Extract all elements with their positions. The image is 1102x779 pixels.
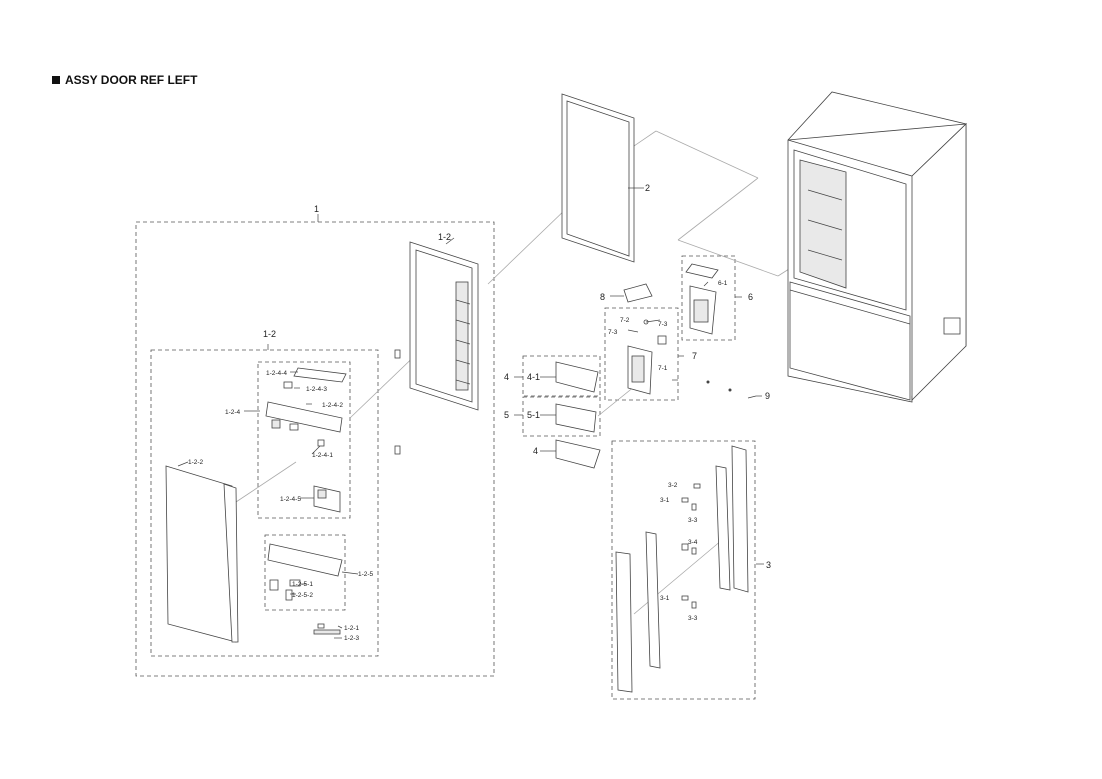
housing-assembly: [627, 319, 667, 395]
label-3-3-upper: 3-3: [688, 517, 698, 524]
label-4-1: 4-1: [527, 372, 540, 382]
label-1-2-4: 1-2-4: [225, 409, 241, 416]
label-1-2-door-liner: 1-2: [438, 232, 451, 242]
group-7-box: [604, 307, 679, 401]
label-2: 2: [645, 183, 650, 193]
label-7-1: 7-1: [658, 365, 668, 372]
diagram-title: ASSY DOOR REF LEFT: [52, 73, 197, 87]
label-3-1-upper: 3-1: [660, 497, 670, 504]
label-1-2-3: 1-2-3: [344, 635, 360, 642]
label-6-1: 6-1: [718, 280, 728, 287]
screws: [706, 380, 757, 399]
label-6: 6: [748, 292, 753, 302]
label-8: 8: [600, 292, 605, 302]
group-1-2-4-box: [257, 361, 351, 519]
leader-lines: [177, 187, 764, 639]
label-7-2: 7-2: [620, 317, 630, 324]
label-1-2-4-4: 1-2-4-4: [266, 370, 287, 377]
label-1-2-4-1: 1-2-4-1: [312, 452, 333, 459]
label-1-2-4-3: 1-2-4-3: [306, 386, 327, 393]
label-1-2-5-1: 1-2-5-1: [292, 581, 313, 588]
label-1-2-group: 1-2: [263, 329, 276, 339]
title-text: ASSY DOOR REF LEFT: [65, 73, 198, 87]
group-1-2-box: [150, 349, 379, 657]
group-1-box: [135, 221, 495, 677]
label-3: 3: [766, 560, 771, 570]
hinge-cap-assembly: [265, 367, 347, 513]
title-bullet-icon: [52, 76, 60, 84]
cover-part: [623, 283, 653, 303]
refrigerator-cabinet: [787, 91, 968, 403]
group-6-box: [681, 255, 736, 341]
label-4-lower: 4: [533, 446, 538, 456]
label-1-2-5-2: 1-2-5-2: [292, 592, 313, 599]
label-1-2-5: 1-2-5: [358, 571, 374, 578]
label-5-1: 5-1: [527, 410, 540, 420]
group-5-box: [522, 396, 601, 437]
label-3-1-lower: 3-1: [660, 595, 670, 602]
group-4-box: [522, 355, 601, 397]
door-gasket: [561, 93, 635, 263]
door-rails: [615, 445, 749, 693]
group-3-box: [611, 440, 756, 700]
label-7-3-right: 7-3: [658, 321, 668, 328]
label-7: 7: [692, 351, 697, 361]
label-9: 9: [765, 391, 770, 401]
outer-door-panel: [165, 465, 239, 643]
label-1-2-1: 1-2-1: [344, 625, 360, 632]
label-7-3-left: 7-3: [608, 329, 618, 336]
label-4-upper: 4: [504, 372, 509, 382]
label-1-2-4-2: 1-2-4-2: [322, 402, 343, 409]
label-5: 5: [504, 410, 509, 420]
door-guards: [555, 361, 601, 469]
label-1-2-4-5: 1-2-4-5: [280, 496, 301, 503]
lower-cap-assembly: [267, 543, 343, 635]
label-1: 1: [314, 204, 319, 214]
label-1-2-2: 1-2-2: [188, 459, 204, 466]
label-3-4: 3-4: [688, 539, 698, 546]
door-liner: [394, 241, 479, 455]
part-labels: 1 1-2 1-2 1-2-4 1-2-4-4 1-2-4-3 1-2-4-2 …: [188, 183, 771, 642]
dispenser-assembly: [685, 263, 719, 335]
label-3-3-lower: 3-3: [688, 615, 698, 622]
label-3-2: 3-2: [668, 482, 678, 489]
